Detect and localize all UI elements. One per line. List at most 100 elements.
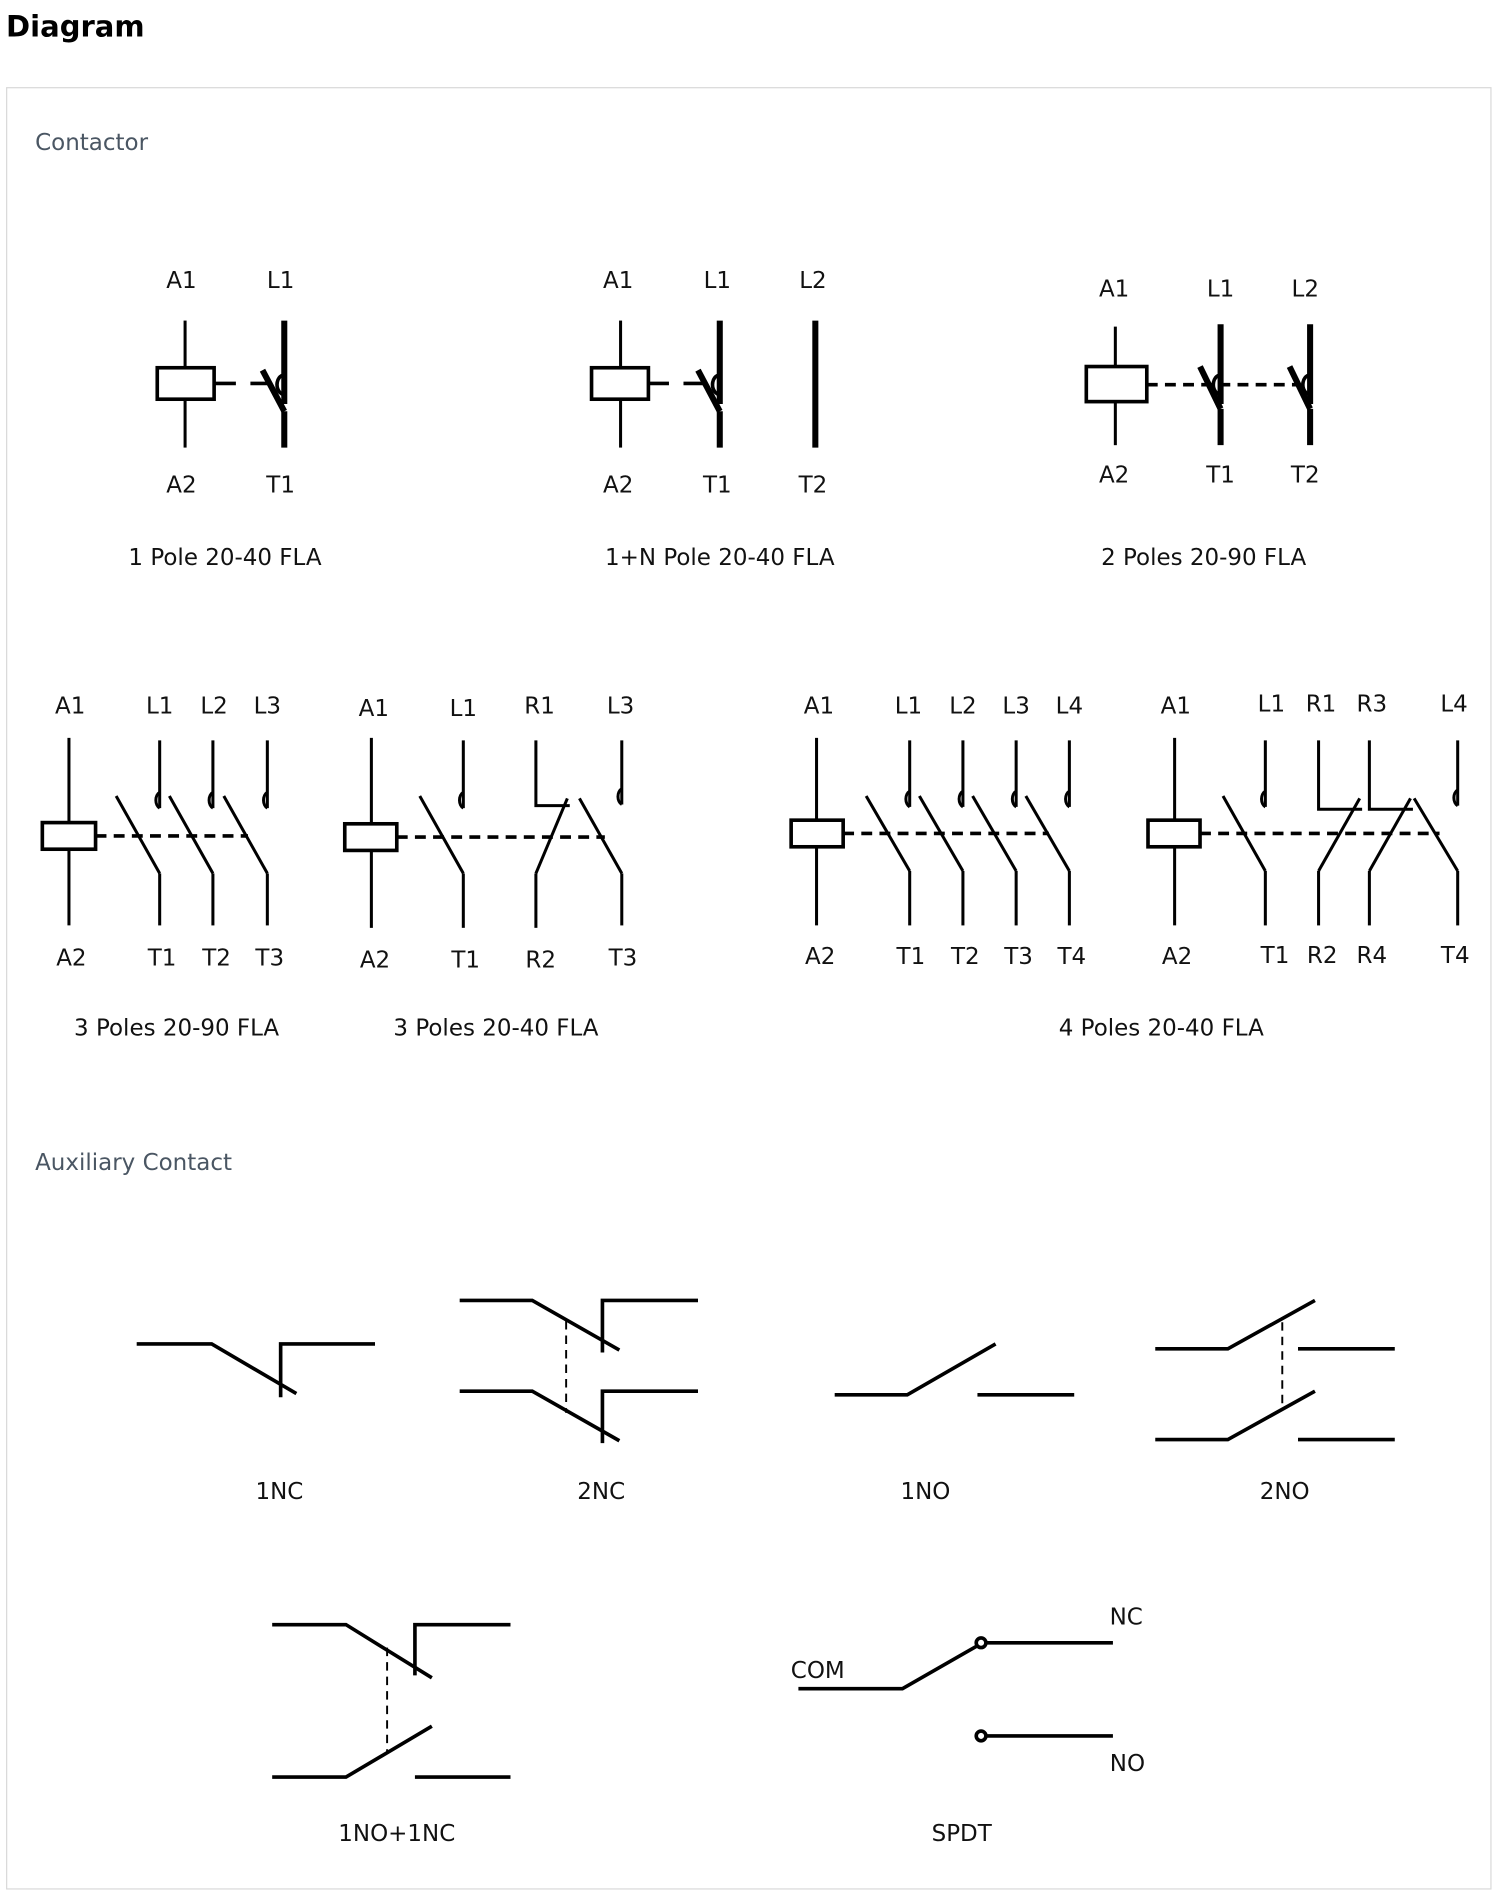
diagram-caption: 1+N Pole 20-40 FLA xyxy=(605,545,835,571)
section-heading-contactor: Contactor xyxy=(35,129,149,157)
terminal-label: T4 xyxy=(1056,944,1086,970)
diagram-caption: 1NO xyxy=(900,1479,950,1505)
terminal-label: A1 xyxy=(804,694,834,720)
terminal-label: T2 xyxy=(798,472,828,498)
diagram-caption: 2NO xyxy=(1260,1479,1310,1505)
diagram-caption: 1NC xyxy=(256,1479,304,1505)
terminal-label: L1 xyxy=(1207,276,1234,302)
diagram-caption: 2 Poles 20-90 FLA xyxy=(1101,545,1306,571)
terminal-label: L1 xyxy=(1258,691,1285,717)
coil-symbol xyxy=(1146,737,1440,926)
terminal-label: A1 xyxy=(1161,694,1191,720)
terminal-label: L3 xyxy=(1002,694,1029,720)
terminal-label: A1 xyxy=(603,268,633,294)
terminal-label: T3 xyxy=(254,945,284,971)
diagram-caption: 4 Poles 20-40 FLA xyxy=(1059,1016,1264,1042)
aux-1no-1nc: 1NO+1NC xyxy=(272,1622,511,1847)
terminal-label: T2 xyxy=(201,945,231,971)
terminal-label: COM xyxy=(791,1658,845,1684)
terminal-label: T1 xyxy=(265,472,295,498)
main-contact-symbol xyxy=(418,740,624,928)
terminal-label: NC xyxy=(1110,1605,1143,1631)
diagram-caption: 1NO+1NC xyxy=(338,1821,455,1847)
terminal-label: A2 xyxy=(805,944,835,970)
terminal-label: T1 xyxy=(450,948,480,974)
coil-symbol xyxy=(155,320,271,448)
terminal-label: L1 xyxy=(895,694,922,720)
terminal-label: A1 xyxy=(166,268,196,294)
aux-2no: 2NO xyxy=(1155,1298,1395,1505)
terminal-label: A2 xyxy=(1162,944,1192,970)
terminal-label: L1 xyxy=(450,696,477,722)
diagram-panel xyxy=(6,87,1492,1890)
terminal-label: A2 xyxy=(56,945,86,971)
terminal-label: A1 xyxy=(55,694,85,720)
terminal-label: A2 xyxy=(360,948,390,974)
terminal-label: L4 xyxy=(1440,691,1467,717)
terminal-label: R1 xyxy=(524,694,555,720)
main-contact-symbol xyxy=(114,740,269,926)
terminal-label: L1 xyxy=(704,268,731,294)
terminal-label: T1 xyxy=(147,945,177,971)
coil-symbol xyxy=(1084,326,1301,446)
terminal-label: T2 xyxy=(1290,463,1320,489)
terminal-label: L3 xyxy=(607,694,634,720)
terminal-label: A2 xyxy=(603,472,633,498)
diagram-caption: 3 Poles 20-40 FLA xyxy=(393,1016,598,1042)
terminal-label: L2 xyxy=(200,694,227,720)
terminal-label: L1 xyxy=(146,694,173,720)
main-contact-symbol xyxy=(1221,740,1460,926)
terminal-label: A1 xyxy=(359,696,389,722)
contactor-3-poles-20-40: A1 L1 R1 L3 A2 T1 R2 T3 3 Poles 20-40 FL… xyxy=(342,694,638,1042)
terminal-node xyxy=(974,1729,988,1743)
main-contact-symbol xyxy=(1197,324,1314,446)
terminal-label: R1 xyxy=(1306,691,1337,717)
terminal-label: L4 xyxy=(1056,694,1083,720)
coil-symbol xyxy=(342,737,605,928)
coil-symbol xyxy=(789,737,1049,926)
terminal-label: A2 xyxy=(166,472,196,498)
terminal-label: R4 xyxy=(1357,943,1388,969)
terminal-label: L2 xyxy=(799,268,826,294)
section-heading-auxiliary: Auxiliary Contact xyxy=(35,1149,232,1176)
diagram-caption: 1 Pole 20-40 FLA xyxy=(128,545,321,571)
terminal-label: T2 xyxy=(950,944,980,970)
terminal-label: T1 xyxy=(702,472,732,498)
terminal-node xyxy=(974,1636,988,1650)
main-contact-symbol xyxy=(695,320,723,448)
terminal-label: T1 xyxy=(896,944,926,970)
terminal-label: L2 xyxy=(1292,276,1319,302)
aux-2nc: 2NC xyxy=(459,1298,698,1505)
coil-symbol xyxy=(589,320,707,448)
aux-1no: 1NO xyxy=(834,1342,1075,1505)
terminal-label: T3 xyxy=(608,945,638,971)
terminal-label: NO xyxy=(1110,1751,1145,1777)
aux-1nc: 1NC xyxy=(136,1342,376,1505)
terminal-label: R2 xyxy=(1307,943,1338,969)
contactor-1-pole: A1 L1 A2 T1 1 Pole 20-40 FLA xyxy=(128,268,321,571)
terminal-label: A2 xyxy=(1099,463,1129,489)
main-contact-symbol xyxy=(259,320,288,448)
diagram-caption: SPDT xyxy=(932,1821,993,1847)
diagram-caption: 3 Poles 20-90 FLA xyxy=(74,1016,279,1042)
terminal-label: T4 xyxy=(1440,943,1470,969)
contactor-3-poles-20-90: A1 L1 L2 L3 A2 T1 T2 T3 3 Poles 20-90 FL… xyxy=(40,694,284,1042)
terminal-label: T1 xyxy=(1260,943,1290,969)
terminal-label: L1 xyxy=(267,268,294,294)
terminal-label: R2 xyxy=(525,948,556,974)
diagram-caption: 2NC xyxy=(577,1479,625,1505)
coil-symbol xyxy=(40,737,248,926)
page-title: Diagram xyxy=(6,9,145,44)
contactor-4-poles: A1 L1 L2 L3 L4 A2 T1 T2 T3 T4 A1 L1 R1 xyxy=(789,691,1470,1042)
contactor-1n-pole: A1 L1 L2 A2 T1 T2 1+N Pole 20-40 FLA xyxy=(589,268,835,571)
aux-spdt: COM NC NO SPDT xyxy=(791,1605,1145,1848)
contactor-2-poles: A1 L1 L2 A2 T1 T2 2 Poles 20-90 FLA xyxy=(1084,276,1320,571)
terminal-label: A1 xyxy=(1099,276,1129,302)
terminal-label: L3 xyxy=(254,694,281,720)
terminal-label: L2 xyxy=(949,694,976,720)
terminal-label: R3 xyxy=(1357,691,1388,717)
terminal-label: T3 xyxy=(1003,944,1033,970)
terminal-label: T1 xyxy=(1205,463,1235,489)
